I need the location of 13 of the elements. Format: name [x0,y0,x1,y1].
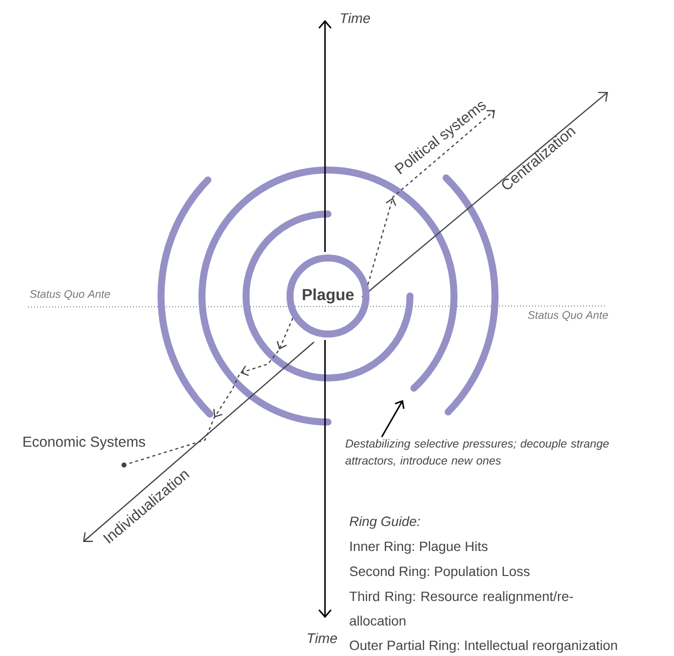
guide-entry: Third Ring: Resource realignment/re-allocation [350,591,573,626]
guide-heading: Ring Guide: [350,516,420,529]
guide-entry: Second Ring: Population Loss [350,566,530,579]
branch-label: Economic Systems [24,436,146,450]
axis-label: Time [340,12,370,24]
arrow [381,400,404,438]
axis-label: Time [308,632,337,644]
reference-label: Status Quo Ante [528,311,608,321]
arrow [367,110,495,285]
annotation-text: Destabilizing selective pressures; decouple strange attractors, introduce new ones [345,439,609,466]
guide-entry: Outer Partial Ring: Intellectual reorganization [350,640,617,653]
guide-entry: Inner Ring: Plague Hits [350,541,488,554]
reference-label: Status Quo Ante [30,290,110,300]
